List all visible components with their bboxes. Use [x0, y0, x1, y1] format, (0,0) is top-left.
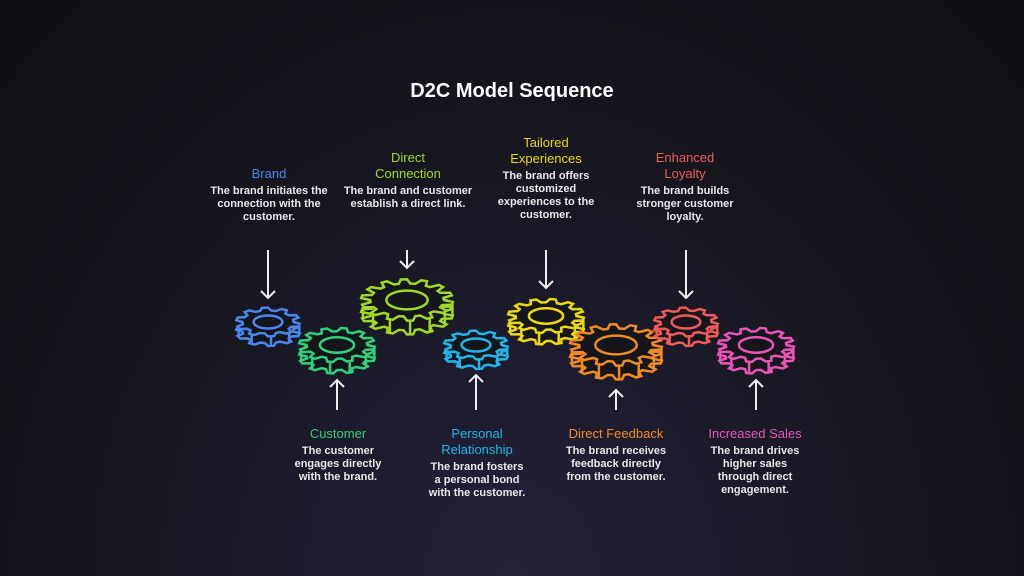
arrow-down-icon	[678, 250, 694, 300]
label-direct-connection: Direct Connection The brand and customer…	[338, 150, 478, 211]
step-title: Direct Connection	[375, 150, 441, 181]
gear-icon	[568, 323, 664, 381]
label-tailored-experiences: Tailored Experiences The brand offers cu…	[476, 135, 616, 222]
arrow-up-icon	[468, 373, 484, 410]
gear-icon	[297, 326, 377, 375]
arrow-down-icon	[260, 250, 276, 300]
step-desc: The brand builds stronger customer loyal…	[636, 185, 734, 223]
step-desc: The brand offers customized experiences …	[497, 170, 595, 221]
gear-icon	[442, 329, 510, 371]
step-desc: The brand drives higher sales through di…	[710, 445, 800, 496]
step-desc: The brand receives feedback directly fro…	[565, 445, 667, 483]
step-title: Personal Relationship	[441, 426, 513, 457]
arrow-down-icon	[538, 250, 554, 290]
step-desc: The brand initiates the connection with …	[210, 185, 328, 223]
gear-icon	[652, 306, 720, 348]
arrow-up-icon	[748, 378, 764, 410]
step-title: Customer	[309, 426, 367, 441]
gear-icon	[716, 326, 796, 375]
gear-icon	[234, 306, 302, 348]
step-title: Tailored Experiences	[510, 135, 582, 166]
step-desc: The brand and customer establish a direc…	[343, 185, 473, 210]
step-title: Enhanced Loyalty	[655, 150, 715, 181]
step-title: Brand	[251, 166, 287, 181]
step-desc: The brand fosters a personal bond with t…	[428, 461, 526, 499]
arrow-down-icon	[399, 250, 415, 270]
label-brand: Brand The brand initiates the connection…	[199, 166, 339, 224]
step-title: Increased Sales	[708, 426, 802, 441]
label-customer: Customer The customer engages directly w…	[268, 426, 408, 484]
step-title: Direct Feedback	[568, 426, 664, 441]
diagram-title: D2C Model Sequence	[410, 80, 614, 102]
arrow-up-icon	[608, 388, 624, 410]
label-enhanced-loyalty: Enhanced Loyalty The brand builds strong…	[615, 150, 755, 224]
gear-icon	[506, 297, 586, 346]
gear-icon	[359, 278, 455, 336]
label-direct-feedback: Direct Feedback The brand receives feedb…	[546, 426, 686, 484]
label-personal-relationship: Personal Relationship The brand fosters …	[407, 426, 547, 500]
step-desc: The customer engages directly with the b…	[294, 445, 382, 483]
arrow-up-icon	[329, 378, 345, 410]
label-increased-sales: Increased Sales The brand drives higher …	[685, 426, 825, 497]
